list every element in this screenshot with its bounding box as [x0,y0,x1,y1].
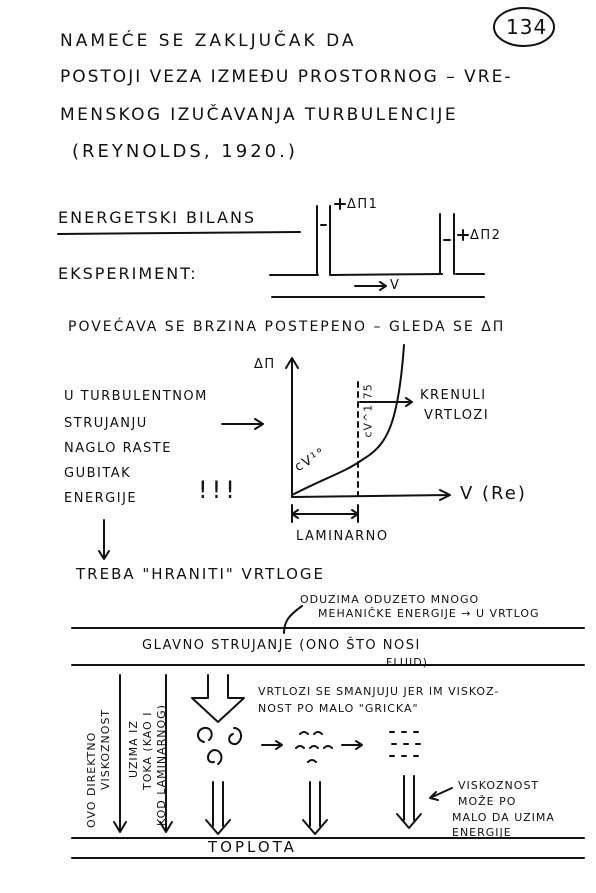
critical-label-1: KRENULI [420,388,487,403]
heading-underline [57,231,301,235]
mid-col-arrow [159,674,173,833]
delta-p2-label: ΔΠ2 [470,228,502,243]
graph-curve [291,344,405,496]
vortex-small-group [295,731,333,763]
big-down-arrow [191,674,245,723]
heat-arrow-1 [205,781,231,835]
vortex-tiny-group [389,731,421,757]
down-arrow [98,519,110,560]
heat-label: TOPLOTA [208,838,297,856]
graph-x-axis [291,489,451,501]
heat-arrow-2 [302,781,328,835]
vortex-note-2: NOST PO MALO "GRICKA" [258,702,419,715]
viscosity-note-1: VISKOZNOST [458,779,540,792]
main-flow-text-1: GLAVNO STRUJANJE (ONO ŠTO NOSI [142,638,421,653]
page-number: 134 [506,15,548,39]
curve-turbulent-label: cV^1.75 [361,383,375,438]
turbulent-note-line-3: NAGLO RASTE [64,441,172,456]
note-to-graph-arrow [221,418,264,430]
delta-p2-mark [457,229,469,241]
cascade-arrow-2 [341,740,363,750]
laminar-label: LAMINARNO [296,529,389,544]
left-col-text-2: VISKOZNOST [99,708,112,790]
viscosity-note-4: ENERGIJE [452,826,512,839]
heat-arrow-3 [396,775,422,829]
intro-line-1: NAMEĆE SE ZAKLJUČAK DA [60,31,357,51]
delta-p1-label: ΔΠ1 [347,197,379,212]
velocity-arrow [354,281,387,291]
turbulent-note-line-2: STRUJANJU [64,416,148,431]
graph-x-label: V (Re) [460,483,527,504]
viscosity-note-3: MALO DA UZIMA [452,811,555,824]
page-number-circle [493,7,555,47]
conclusion-text: TREBA "HRANITI" VRTLOGE [76,565,326,583]
turbulent-note-line-5: ENERGIJE [64,491,138,506]
experiment-label: EKSPERIMENT: [58,264,198,283]
turbulent-note-line-1: U TURBULENTNOM [64,389,208,404]
cascade-arrow-1 [261,740,283,750]
left-col-arrow [113,674,127,833]
vortex-big-1 [197,726,213,743]
intro-line-3: MENSKOG IZUČAVANJA TURBULENCIJE [60,105,458,125]
turbulent-note-line-4: GUBITAK [64,466,132,481]
critical-label-2: VRTLOZI [424,408,490,423]
pipe-top-wall [269,273,485,276]
main-flow-text-2: FLUID) [386,656,428,669]
graph-y-label: ΔΠ [254,357,276,372]
delta-p1-mark [334,198,346,210]
laminar-tick [291,504,359,523]
energy-balance-heading: ENERGETSKI BILANS [58,208,257,227]
graph-y-axis [285,357,299,498]
manometer-tube-1 [316,205,331,276]
vortex-big-2 [228,727,242,746]
left-col-text-1: OVO DIREKTNO [85,731,98,828]
critical-pointer-arrow [359,397,413,407]
viscosity-pointer [429,787,453,801]
manometer-tube-2 [439,213,455,275]
turbulent-note-emphasis: !!! [198,476,239,504]
vortex-big-3 [207,749,223,765]
mid-col-text-2: TOKA (KAO I [141,711,154,790]
laminar-range-arrow [291,509,359,519]
source-pointer [283,605,303,634]
viscosity-note-2: MOŽE PO [458,795,517,808]
vortex-note-1: VRTLOZI SE SMANJUJU JER IM VISKOZ- [258,685,500,698]
intro-line-4: (REYNOLDS, 1920.) [72,141,298,162]
source-note-2: MEHANIČKE ENERGIJE → U VRTLOG [318,607,540,620]
velocity-v: V [390,278,401,293]
mid-col-text-3: KOD LAMINARNOG) [155,704,168,826]
mid-col-text-1: UZIMA IZ [127,720,140,778]
intro-line-2: POSTOJI VEZA IZMEĐU PROSTORNOG – VRE- [60,67,513,87]
observation-text: POVEĆAVA SE BRZINA POSTEPENO – GLEDA SE … [68,319,506,335]
source-note-1: ODUZIMA ODUZETO MNOGO [300,593,480,606]
